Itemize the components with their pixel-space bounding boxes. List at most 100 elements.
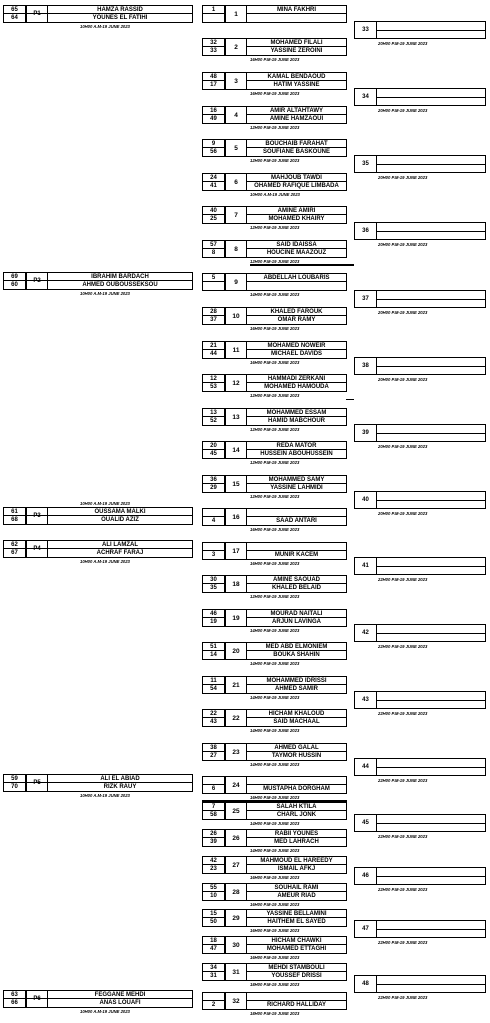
match-time: 20H00 P.M-19 JUNE 2023 bbox=[378, 242, 428, 247]
seed-number: 25 bbox=[203, 215, 225, 223]
match-number: 4 bbox=[225, 107, 247, 123]
round2-box: 40 bbox=[354, 491, 486, 509]
seed-number bbox=[203, 14, 225, 22]
seed-number: 55 bbox=[203, 884, 225, 891]
player-name: ALI LAMZAL bbox=[102, 542, 138, 548]
seed-number: 37 bbox=[203, 316, 225, 324]
seed-number: 48 bbox=[203, 73, 225, 80]
divider-line bbox=[377, 164, 485, 165]
match-time: 16H00 P.M-19 JUNE 2023 bbox=[250, 902, 300, 907]
match-time: 14H00 P.M-19 JUNE 2023 bbox=[250, 848, 300, 853]
match-number: 25 bbox=[225, 803, 247, 819]
player-name: RABII YOUNES bbox=[274, 831, 319, 837]
player-name: MOHAMMED IDRISSI bbox=[266, 678, 327, 684]
seed-number: 19 bbox=[203, 618, 225, 626]
seed-number: 65 bbox=[4, 6, 26, 13]
match-number: 26 bbox=[225, 830, 247, 846]
match-number: 33 bbox=[355, 22, 377, 38]
player-name: MICHAEL DAVIDS bbox=[270, 351, 323, 357]
match-time: 12H00 P.M-19 JUNE 2023 bbox=[250, 393, 300, 398]
seed-number: 68 bbox=[4, 516, 26, 524]
seed-number: 21 bbox=[203, 342, 225, 349]
match-time: 12H00 P.M-19 JUNE 2023 bbox=[250, 259, 300, 264]
match-time: 14H00 P.M-19 JUNE 2023 bbox=[250, 728, 300, 733]
seed-number: 52 bbox=[203, 417, 225, 425]
player-name: SALAH KTILA bbox=[276, 804, 317, 810]
player-name bbox=[247, 509, 346, 516]
player-name bbox=[247, 777, 346, 784]
player-name: HUSSEIN ABOUHUSSEIN bbox=[260, 451, 333, 457]
match-time: 12H00 P.M-19 JUNE 2023 bbox=[250, 158, 300, 163]
match-time: 22H00 P.M-19 JUNE 2023 bbox=[378, 711, 428, 716]
match-number: 9 bbox=[225, 274, 247, 290]
seed-number: 59 bbox=[4, 775, 26, 782]
player-name: SAAD ANTARI bbox=[276, 518, 317, 524]
divider-line bbox=[377, 566, 485, 567]
match-time: 14H00 P.M-19 JUNE 2023 bbox=[250, 762, 300, 767]
seed-number: 26 bbox=[203, 830, 225, 837]
divider-line bbox=[377, 633, 485, 634]
match-time: 16H00 P.M-19 JUNE 2023 bbox=[250, 326, 300, 331]
seed-number: 7 bbox=[203, 803, 225, 810]
player-name: SAID MACHAAL bbox=[273, 719, 320, 725]
player-name: MOHAMED FILALI bbox=[270, 40, 323, 46]
player-row-top bbox=[203, 777, 346, 785]
separator-line bbox=[346, 399, 354, 400]
seed-number: 32 bbox=[203, 39, 225, 46]
seed-number: 38 bbox=[203, 744, 225, 751]
divider-line bbox=[377, 984, 485, 985]
player-name: BOUKA SHAHIN bbox=[273, 652, 320, 658]
match-number: 12 bbox=[225, 375, 247, 391]
seed-number: 4 bbox=[203, 517, 225, 525]
match-time: 22H00 P.M-19 JUNE 2023 bbox=[378, 834, 428, 839]
player-name: MUSTAPHA DORGHAM bbox=[263, 786, 330, 792]
match-time: 14H00 P.M-19 JUNE 2023 bbox=[250, 821, 300, 826]
match-number: 23 bbox=[225, 744, 247, 760]
match-time: 20H00 P.M-19 JUNE 2023 bbox=[378, 108, 428, 113]
round2-box: 34 bbox=[354, 88, 486, 106]
seed-number: 60 bbox=[4, 281, 26, 289]
player-name: MUNIR KACEM bbox=[274, 552, 319, 558]
player-name: YASSINE BELLAMINI bbox=[266, 911, 327, 917]
seed-number: 41 bbox=[203, 182, 225, 190]
seed-number bbox=[203, 282, 225, 290]
player-name: HAMZA RASSID bbox=[97, 7, 143, 13]
match-number: 15 bbox=[225, 476, 247, 492]
match-time: 14H00 P.M-19 JUNE 2023 bbox=[250, 661, 300, 666]
player-name: OHAMED RAFIQUE LIMBADA bbox=[254, 183, 339, 189]
seed-number: 8 bbox=[203, 249, 225, 257]
seed-number: 66 bbox=[4, 999, 26, 1007]
match-number: 27 bbox=[225, 857, 247, 873]
separator-line bbox=[202, 800, 347, 802]
player-name: YOUSSEF DRISSI bbox=[271, 973, 322, 979]
player-name: SAID IDAISSA bbox=[276, 242, 317, 248]
seed-number: 15 bbox=[203, 910, 225, 917]
player-name: OUALID AZIZ bbox=[101, 517, 139, 523]
match-time: 10H00 A.M-19 JUNE 2023 bbox=[80, 793, 130, 798]
seed-number: 67 bbox=[4, 549, 26, 557]
match-time: 20H00 P.M-19 JUNE 2023 bbox=[378, 175, 428, 180]
player-name: KHALED FAROUK bbox=[270, 309, 323, 315]
